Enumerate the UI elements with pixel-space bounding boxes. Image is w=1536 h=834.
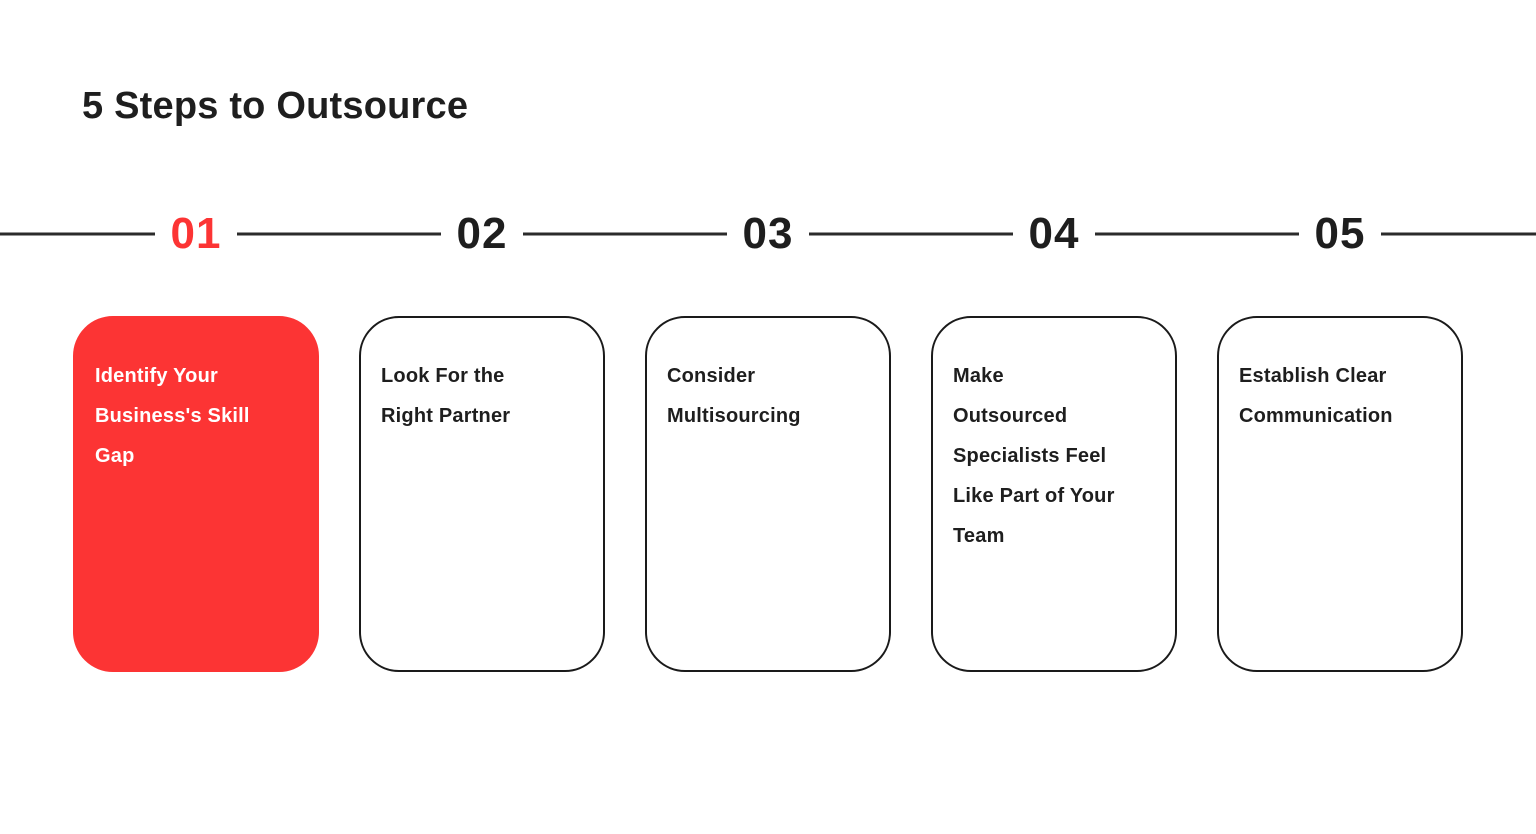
page-title: 5 Steps to Outsource	[82, 85, 469, 127]
steps-timeline: 01 02 03 04 05	[0, 204, 1536, 264]
timeline-cell-1: 01	[73, 204, 319, 264]
step-cards: Identify Your Business's Skill Gap Look …	[0, 315, 1536, 672]
step-number-02: 02	[440, 208, 524, 259]
step-number-03: 03	[726, 208, 810, 259]
step-card-1-label: Identify Your Business's Skill Gap	[95, 364, 250, 467]
timeline-cell-4: 04	[931, 204, 1177, 264]
timeline-cell-5: 05	[1217, 204, 1463, 264]
step-card-5-label: Establish Clear Communication	[1239, 364, 1393, 427]
step-number-04: 04	[1012, 208, 1096, 259]
step-card-2: Look For the Right Partner	[359, 315, 605, 672]
step-card-5: Establish Clear Communication	[1217, 315, 1463, 672]
step-card-3: Consider Multisourcing	[645, 315, 891, 672]
step-card-3-label: Consider Multisourcing	[667, 364, 801, 427]
timeline-cell-2: 02	[359, 204, 605, 264]
step-card-4-label: Make Outsourced Specialists Feel Like Pa…	[953, 364, 1115, 547]
step-card-1: Identify Your Business's Skill Gap	[73, 315, 319, 672]
step-card-4: Make Outsourced Specialists Feel Like Pa…	[931, 315, 1177, 672]
step-number-01: 01	[154, 208, 238, 259]
step-card-2-label: Look For the Right Partner	[381, 364, 511, 427]
timeline-cell-3: 03	[645, 204, 891, 264]
step-number-05: 05	[1298, 208, 1382, 259]
timeline-steps: 01 02 03 04 05	[0, 204, 1536, 264]
